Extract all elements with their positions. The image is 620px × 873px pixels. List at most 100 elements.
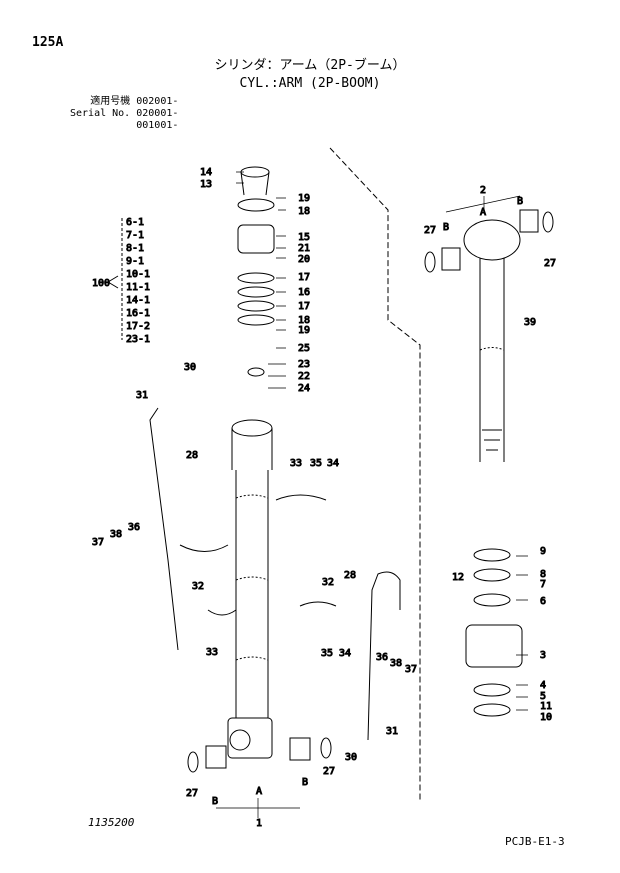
callout-38-right: 38 <box>390 658 402 669</box>
callout-31-top: 31 <box>136 390 148 401</box>
clamp-upper <box>275 494 327 501</box>
callout-37-left: 37 <box>92 537 104 548</box>
kit-item-2: 8-1 <box>126 243 144 254</box>
callout-34-top: 34 <box>327 458 339 469</box>
clamp-left <box>179 544 229 552</box>
callout-B-bottom-left: B <box>212 796 218 807</box>
clamp-mid-right <box>299 601 337 607</box>
callout-32-right: 32 <box>322 577 334 588</box>
callout-28: 28 <box>344 570 356 581</box>
cylinder-tube <box>227 419 273 759</box>
callout-10: 10 <box>540 712 552 723</box>
callout-3: 3 <box>540 650 546 661</box>
callout-32-left: 32 <box>192 581 204 592</box>
drawing-number: 1135200 <box>88 816 135 829</box>
callout-B-top-right: B <box>517 196 523 207</box>
title-japanese: シリンダ：アーム（2P-ブーム） <box>214 58 406 73</box>
bushing-top-right <box>519 209 539 233</box>
kit-item-9: 23-1 <box>126 334 150 345</box>
callout-37-right: 37 <box>405 664 417 675</box>
callout-8: 8 <box>540 569 546 580</box>
callout-5: 5 <box>540 691 546 702</box>
callout-35-top: 35 <box>310 458 322 469</box>
pipe-29 <box>149 407 179 651</box>
piston-rod <box>463 219 521 462</box>
callout-36-left: 36 <box>128 522 140 533</box>
seal-right-top <box>542 211 554 233</box>
callout-9: 9 <box>540 546 546 557</box>
callout-19b: 19 <box>298 325 310 336</box>
callout-27-bottom-left: 27 <box>186 788 198 799</box>
callout-12: 12 <box>452 572 464 583</box>
pipe-28 <box>367 571 401 741</box>
callout-labels: 14 13 19 18 15 21 20 17 16 17 18 19 25 2… <box>92 167 557 830</box>
bushing-right <box>289 737 311 761</box>
callout-20: 20 <box>298 254 310 265</box>
callout-B-top-left: B <box>443 222 449 233</box>
callout-16: 16 <box>298 287 310 298</box>
callout-A-bottom: A <box>256 786 262 797</box>
callout-B-bottom-right: B <box>302 777 308 788</box>
callout-6: 6 <box>540 596 546 607</box>
callout-11: 11 <box>540 701 552 712</box>
serial-label-en: Serial No. <box>70 108 131 119</box>
callout-25: 25 <box>298 343 310 354</box>
callout-29: 28 <box>186 450 198 461</box>
callout-24: 24 <box>298 383 310 394</box>
callout-33-left: 33 <box>206 647 218 658</box>
clamp-mid-left <box>207 609 237 616</box>
callout-17: 17 <box>298 272 310 283</box>
callout-13: 13 <box>200 179 212 190</box>
callout-7: 7 <box>540 579 546 590</box>
callout-27-top-left: 27 <box>424 225 436 236</box>
kit-item-7: 16-1 <box>126 308 150 319</box>
kit-list: 100 6-1 7-1 8-1 9-1 10-1 11-1 14-1 16-1 … <box>92 217 151 346</box>
kit-item-5: 11-1 <box>126 282 150 293</box>
callout-31-bottom: 31 <box>386 726 398 737</box>
seal-right-bottom <box>320 737 332 759</box>
callout-1: 1 <box>256 818 262 829</box>
kit-item-3: 9-1 <box>126 256 144 267</box>
callout-38-left: 38 <box>110 529 122 540</box>
serial-1: 020001- <box>136 108 179 119</box>
callout-4: 4 <box>540 680 546 691</box>
callout-30-bottom: 30 <box>345 752 357 763</box>
title-english: CYL.:ARM (2P-BOOM) <box>239 76 381 91</box>
callout-34-bottom: 34 <box>339 648 351 659</box>
callout-2: 2 <box>480 185 486 196</box>
section-boundary-line <box>329 147 421 800</box>
kit-item-8: 17-2 <box>126 321 150 332</box>
ring-parts-right <box>465 548 523 717</box>
bushing-left <box>205 745 227 769</box>
kit-label: 100 <box>92 278 110 289</box>
callout-36-right: 36 <box>376 652 388 663</box>
callout-35-bottom: 35 <box>321 648 333 659</box>
page-number: 125A <box>32 35 64 50</box>
callout-39: 39 <box>524 317 536 328</box>
seal-left-bottom <box>187 751 199 773</box>
serial-block: 適用号機 002001- Serial No. 020001- 001001- <box>70 96 178 132</box>
page-code: PCJB-E1-3 <box>505 835 565 848</box>
callout-23: 23 <box>298 359 310 370</box>
callout-14: 14 <box>200 167 212 178</box>
kit-item-0: 6-1 <box>126 217 144 228</box>
callout-30-top: 30 <box>184 362 196 373</box>
serial-2: 001001- <box>136 120 179 131</box>
callout-18: 18 <box>298 206 310 217</box>
callout-33-top: 33 <box>290 458 302 469</box>
callout-A-top: A <box>480 207 486 218</box>
kit-item-1: 7-1 <box>126 230 144 241</box>
callout-21: 21 <box>298 243 310 254</box>
kit-item-4: 10-1 <box>126 269 150 280</box>
callout-27-top-right: 27 <box>544 258 556 269</box>
serial-label-jp: 適用号機 <box>90 96 131 107</box>
callout-15: 15 <box>298 232 310 243</box>
callout-17b: 17 <box>298 301 310 312</box>
callout-27-bottom-right: 27 <box>323 766 335 777</box>
rod-head-parts <box>237 166 275 377</box>
callout-19: 19 <box>298 193 310 204</box>
kit-bracket <box>107 218 123 340</box>
callout-18b: 18 <box>298 315 310 326</box>
